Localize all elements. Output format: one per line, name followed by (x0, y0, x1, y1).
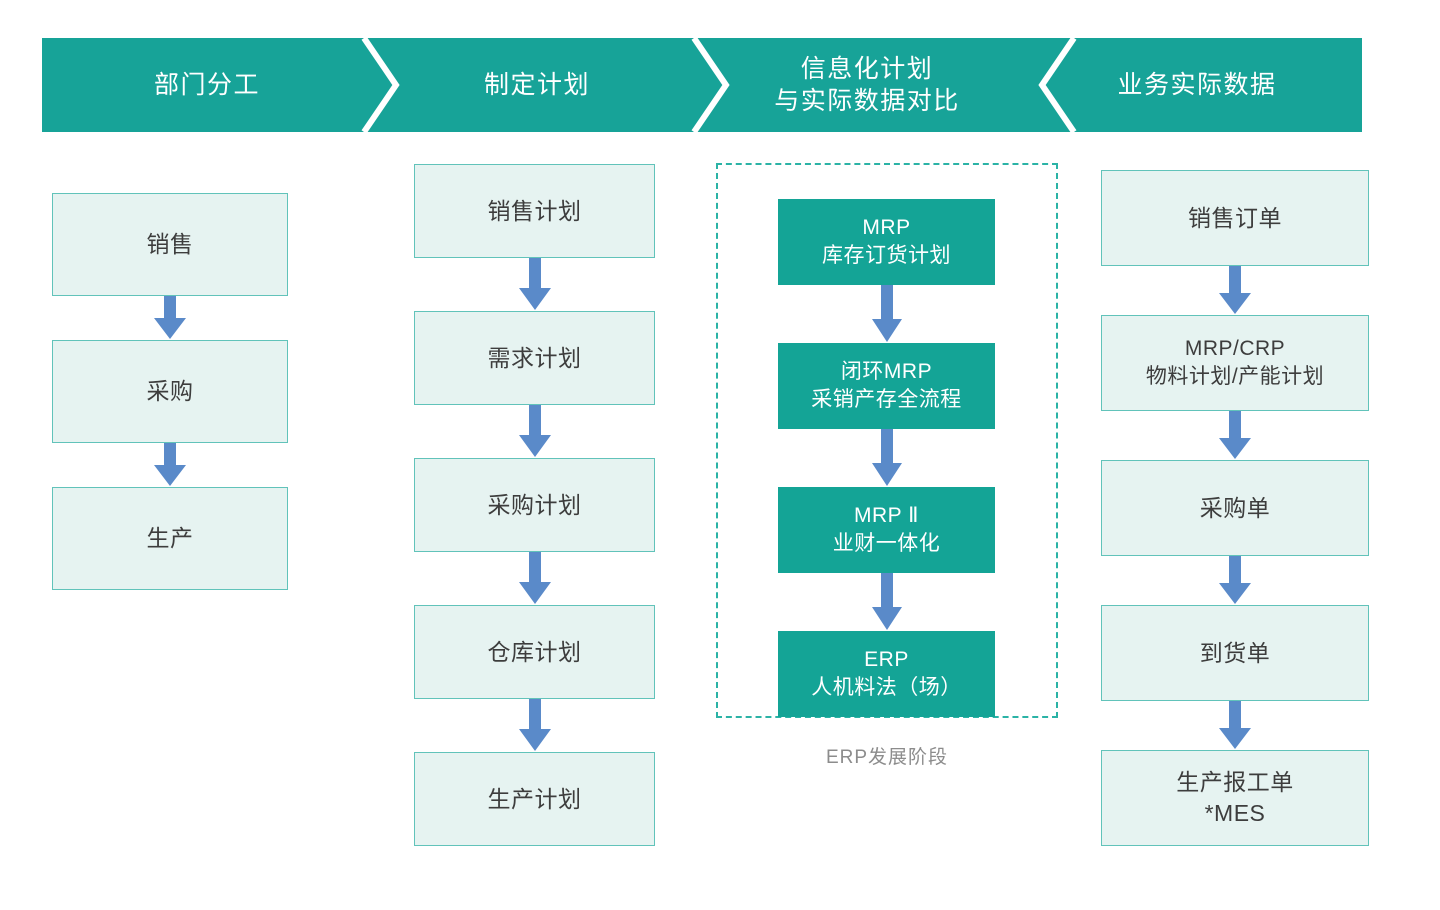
arrow-down-icon (414, 552, 655, 605)
flow-node-closed-loop-mrp-label: 闭环MRP 采销产存全流程 (811, 359, 962, 411)
flow-node-purchasing-label: 采购 (146, 378, 194, 405)
flow-node-goods-receipt-label: 到货单 (1199, 639, 1271, 666)
flow-column-planning: 销售计划 需求计划 采购计划 仓库计划 生产计划 (414, 164, 655, 846)
arrow-down-icon (52, 296, 288, 340)
flow-node-mrp-label: MRP 库存订货计划 (822, 215, 951, 267)
flow-node-production-label: 生产 (146, 525, 194, 552)
flow-node-purchase-order[interactable]: 采购单 (1101, 460, 1369, 556)
flow-node-mrp-crp[interactable]: MRP/CRP 物料计划/产能计划 (1101, 315, 1369, 411)
flow-column-erp-stages: MRP 库存订货计划 闭环MRP 采销产存全流程 MRP Ⅱ 业财一体化 ERP… (778, 199, 995, 717)
arrow-down-icon (778, 429, 995, 487)
flow-node-closed-loop-mrp[interactable]: 闭环MRP 采销产存全流程 (778, 343, 995, 429)
flow-node-mrp[interactable]: MRP 库存订货计划 (778, 199, 995, 285)
flow-node-demand-plan[interactable]: 需求计划 (414, 311, 655, 405)
flow-node-mrp-two-label: MRP Ⅱ 业财一体化 (832, 503, 941, 555)
flow-node-mrp-two[interactable]: MRP Ⅱ 业财一体化 (778, 487, 995, 573)
arrow-down-icon (1101, 266, 1369, 315)
arrow-down-icon (52, 443, 288, 487)
flow-node-sales-plan-label: 销售计划 (487, 197, 582, 224)
flow-node-production-plan-label: 生产计划 (487, 785, 582, 812)
arrow-down-icon (414, 258, 655, 311)
arrow-down-icon (414, 699, 655, 752)
flow-node-goods-receipt[interactable]: 到货单 (1101, 605, 1369, 701)
flow-node-sales[interactable]: 销售 (52, 193, 288, 296)
banner-segment-3-label: 信息化计划 与实际数据对比 (774, 55, 960, 115)
arrow-down-icon (1101, 701, 1369, 750)
flow-node-warehouse-plan-label: 仓库计划 (487, 638, 582, 665)
banner-segment-4[interactable]: 业务实际数据 (1032, 38, 1362, 132)
flow-node-purchasing[interactable]: 采购 (52, 340, 288, 443)
flow-node-sales-label: 销售 (146, 231, 194, 258)
flow-node-demand-plan-label: 需求计划 (487, 344, 582, 371)
banner-segment-4-label: 业务实际数据 (1117, 71, 1277, 99)
flow-node-sales-plan[interactable]: 销售计划 (414, 164, 655, 258)
banner-segment-1[interactable]: 部门分工 (42, 38, 372, 132)
banner-segment-2-label: 制定计划 (483, 71, 590, 99)
banner-segment-3[interactable]: 信息化计划 与实际数据对比 (702, 38, 1032, 132)
flow-node-purchase-order-label: 采购单 (1199, 494, 1271, 521)
arrow-down-icon (414, 405, 655, 458)
flow-column-actual-data: 销售订单 MRP/CRP 物料计划/产能计划 采购单 到货单 生产报工单 *ME… (1101, 170, 1369, 846)
flow-node-production[interactable]: 生产 (52, 487, 288, 590)
flow-node-sales-order-label: 销售订单 (1188, 204, 1282, 231)
arrow-down-icon (1101, 556, 1369, 605)
flow-node-erp[interactable]: ERP 人机料法（场） (778, 631, 995, 717)
arrow-down-icon (1101, 411, 1369, 460)
process-phase-banner: 部门分工 制定计划 信息化计划 与实际数据对比 业务实际数据 (42, 38, 1362, 132)
erp-stage-group (716, 163, 1058, 718)
flow-node-production-report-label: 生产报工单 *MES (1176, 769, 1294, 826)
flow-node-production-report[interactable]: 生产报工单 *MES (1101, 750, 1369, 846)
banner-segment-1-label: 部门分工 (153, 71, 260, 99)
flow-node-production-plan[interactable]: 生产计划 (414, 752, 655, 846)
flow-node-erp-label: ERP 人机料法（场） (811, 647, 962, 699)
arrow-down-icon (778, 573, 995, 631)
flow-node-mrp-crp-label: MRP/CRP 物料计划/产能计划 (1145, 337, 1325, 388)
flow-node-sales-order[interactable]: 销售订单 (1101, 170, 1369, 266)
banner-segment-2[interactable]: 制定计划 (372, 38, 702, 132)
flow-column-department: 销售 采购 生产 (52, 193, 288, 590)
flow-node-warehouse-plan[interactable]: 仓库计划 (414, 605, 655, 699)
flow-node-purchase-plan[interactable]: 采购计划 (414, 458, 655, 552)
arrow-down-icon (778, 285, 995, 343)
flow-node-purchase-plan-label: 采购计划 (487, 491, 582, 518)
erp-stage-group-caption: ERP发展阶段 (825, 747, 949, 768)
